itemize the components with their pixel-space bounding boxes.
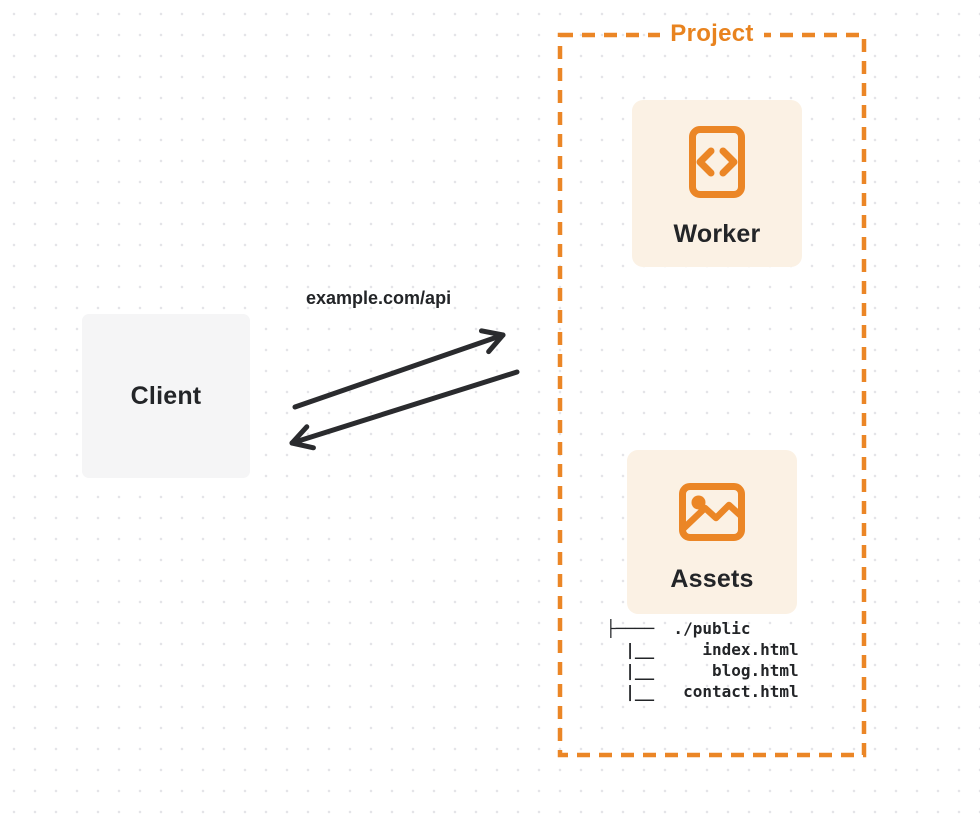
response-arrow <box>289 369 520 451</box>
assets-label: Assets <box>670 565 754 593</box>
request-response-arrows <box>289 328 520 451</box>
project-boundary <box>557 32 867 758</box>
file-tree: ├──── ./public |__ index.html |__ blog.h… <box>606 619 799 701</box>
assets-node: Assets <box>627 450 797 614</box>
project-label-wrap: Project <box>556 20 868 48</box>
worker-node: Worker <box>632 100 802 267</box>
request-arrow <box>292 328 506 410</box>
code-document-icon <box>689 126 745 198</box>
image-icon <box>679 483 745 541</box>
project-label: Project <box>660 20 764 48</box>
client-label: Client <box>130 381 202 410</box>
worker-label: Worker <box>673 220 761 248</box>
client-node: Client <box>82 314 250 478</box>
request-url-label: example.com/api <box>306 288 452 308</box>
